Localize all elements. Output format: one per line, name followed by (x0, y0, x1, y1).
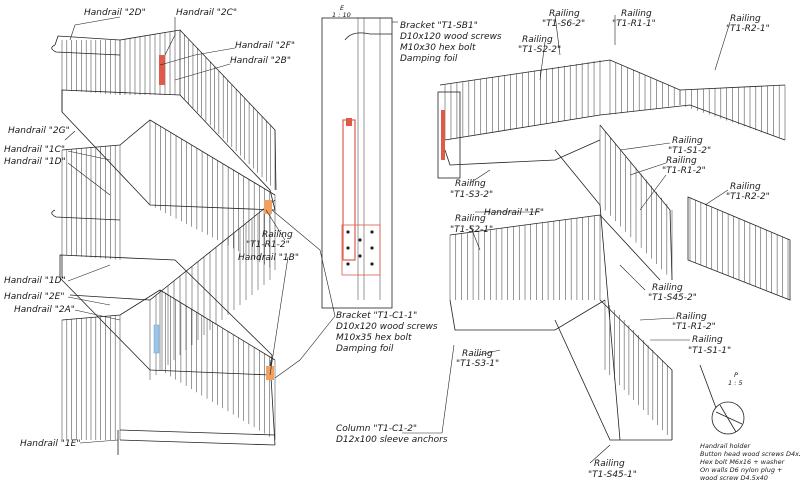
label-handrail-2c: Handrail "2C" (176, 8, 237, 18)
detail-p-scale: 1 : 5 (728, 379, 743, 387)
column-line1: Column "T1-C1-2" (336, 424, 417, 434)
leader-lines (64, 14, 731, 464)
column-line2: D12x100 sleeve anchors (336, 435, 448, 445)
detail-p-labels: P 1 : 5 Handrail holder Button head wood… (700, 371, 800, 482)
label-railing-s22-b: "T1-S2-2" (518, 45, 561, 55)
label-railing-s32-b: "T1-S3-2" (450, 190, 493, 200)
label-railing-s12-a: Railing (672, 136, 703, 146)
label-railing-r12b-a: Railing (676, 312, 707, 322)
label-railing: Railing (262, 230, 293, 240)
label-handrail-2a: Handrail "2A" (14, 305, 75, 315)
label-railing-s452-a: Railing (652, 283, 683, 293)
bolt-hole (370, 246, 374, 250)
bracket-top-line2: D10x120 wood screws (400, 32, 502, 42)
label-railing-r22-a: Railing (730, 182, 761, 192)
bracket-top-line1: Bracket "T1-SB1" (400, 21, 478, 31)
bracket-orange (266, 366, 274, 380)
bolt-hole (358, 254, 362, 258)
label-handrail-2g: Handrail "2G" (8, 126, 70, 136)
detail-p-letter: P (734, 371, 738, 379)
label-railing-s452-b: "T1-S45-2" (648, 293, 697, 303)
right-stair (437, 59, 791, 441)
bolt-hole (370, 230, 374, 234)
label-railing-s62-b: "T1-S6-2" (542, 19, 585, 29)
label-railing-r22-b: "T1-R2-2" (726, 192, 770, 202)
label-railing-s21-b: "T1-S2-1" (450, 225, 493, 235)
label-handrail-1f: Handrail "1F" (484, 208, 544, 218)
bracket-bottom-line1: Bracket "T1-C1-1" (336, 311, 417, 321)
detail-e-scale: 1 : 10 (332, 11, 351, 19)
label-railing-s22-a: Railing (522, 35, 553, 45)
bracket-red-highlight (159, 55, 165, 85)
label-railing-s451-a: Railing (594, 459, 625, 469)
bolt-hole (370, 262, 374, 266)
bracket-orange (264, 200, 272, 214)
column-blue (153, 324, 160, 354)
label-railing-r12-a: Railing (666, 156, 697, 166)
bolt-hole (346, 246, 350, 250)
detail-p-note-2: Button head wood screws D4x20 (700, 450, 800, 458)
bolt-hole (358, 238, 362, 242)
detail-p-note-5: wood screw D4.5x40 (700, 474, 768, 482)
label-railing-s12-b: "T1-S1-2" (668, 146, 711, 156)
label-railing-r12-b: "T1-R1-2" (662, 166, 706, 176)
label-handrail-2d: Handrail "2D" (84, 8, 146, 18)
label-railing-s31-b: "T1-S3-1" (456, 359, 499, 369)
label-railing-s62-a: Railing (549, 9, 580, 19)
detail-p-note-1: Handrail holder (700, 442, 751, 450)
label-railing-s21-a: Railing (455, 214, 486, 224)
left-stair-tower (51, 29, 277, 455)
right-labels: Railing "T1-S6-2" Railing "T1-R1-1" Rail… (450, 9, 770, 480)
detail-e-panel (321, 17, 393, 309)
label-handrail-1d: Handrail "1D" (4, 276, 66, 286)
left-labels: Handrail "2D" Handrail "2C" Handrail "2F… (4, 8, 299, 449)
bracket-top-line4: Damping foil (400, 54, 458, 64)
label-railing-r11-a: Railing (621, 9, 652, 19)
label-railing-s11-a: Railing (692, 335, 723, 345)
label-handrail-1e: Handrail "1E" (20, 439, 80, 449)
label-railing-s31-a: Railing (462, 349, 493, 359)
bracket-bottom-line2: D10x120 wood screws (336, 322, 438, 332)
detail-p-note-3: Hex bolt M6x16 + washer (700, 458, 786, 466)
bolt-hole (346, 230, 350, 234)
label-railing-s11-b: "T1-S1-1" (688, 346, 731, 356)
label-handrail-1c: Handrail "1C" (4, 145, 65, 155)
label-railing-s451-b: "T1-S45-1" (588, 470, 637, 480)
detail-e-letter: E (340, 4, 345, 12)
label-handrail-2f: Handrail "2F" (235, 41, 295, 51)
detail-p-note-4: On walls D6 nylon plug + (700, 466, 783, 474)
label-railing-s32-a: Railing (455, 179, 486, 189)
label-railing-r12b-b: "T1-R1-2" (672, 322, 716, 332)
bolt-hole (346, 262, 350, 266)
label-handrail-2e: Handrail "2E" (4, 292, 64, 302)
label-handrail-1d-top: Handrail "1D" (4, 157, 66, 167)
bracket-bottom-line3: M10x35 hex bolt (336, 333, 412, 343)
label-railing-r11-b: "T1-R1-1" (612, 19, 656, 29)
label-handrail-1b: Handrail "1B" (238, 253, 299, 263)
label-handrail-2b: Handrail "2B" (230, 56, 291, 66)
bracket-bottom-line4: Damping foil (336, 344, 394, 354)
detail-e-labels: E 1 : 10 Bracket "T1-SB1" D10x120 wood s… (332, 4, 502, 445)
label-railing-r21-b: "T1-R2-1" (726, 24, 770, 34)
label-railing-r21-a: Railing (730, 14, 761, 24)
bracket-top-line3: M10x30 hex bolt (400, 43, 476, 53)
label-railing-t1-r1-2: "T1-R1-2" (246, 240, 290, 250)
